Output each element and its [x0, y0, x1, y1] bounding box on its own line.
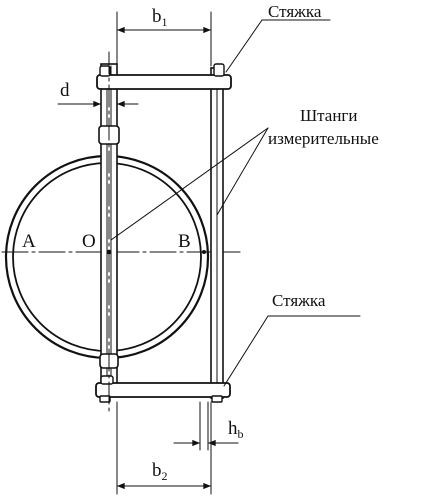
- rods-label-line2: измерительные: [268, 129, 379, 148]
- right-measuring-rod: [210, 67, 224, 399]
- b2-dimension: [116, 401, 212, 495]
- dim-b1-main: b: [152, 6, 162, 27]
- leader-tie-top: [225, 19, 331, 73]
- point-o-label: O: [82, 231, 96, 252]
- point-b-label: B: [178, 231, 191, 252]
- dim-hb-main: h: [228, 418, 238, 439]
- tie-bottom-label: Стяжка: [272, 291, 326, 310]
- leader-rods-2: [216, 127, 269, 216]
- point-o-marker: [106, 249, 112, 255]
- leader-tie-bottom: [223, 315, 361, 387]
- dim-b2-sub: 2: [162, 469, 168, 483]
- dim-hb-label: hb: [228, 418, 244, 441]
- rods-label-line1: Штанги: [300, 106, 358, 125]
- dim-b2-label: b2: [152, 460, 168, 483]
- b1-dimension: [116, 11, 212, 67]
- point-b-marker: [202, 250, 206, 254]
- tie-top-label: Стяжка: [268, 2, 322, 21]
- dim-b1-label: b1: [152, 6, 168, 29]
- leader-rods-1: [110, 127, 269, 241]
- dim-b1-sub: 1: [162, 15, 168, 29]
- dim-hb-sub: b: [238, 427, 244, 441]
- point-a-label: A: [22, 231, 36, 252]
- top-tie: [96, 63, 232, 90]
- bottom-tie: [95, 375, 231, 403]
- dim-b2-main: b: [152, 460, 162, 481]
- dim-d-label: d: [60, 80, 70, 101]
- hb-dimension: [173, 401, 239, 451]
